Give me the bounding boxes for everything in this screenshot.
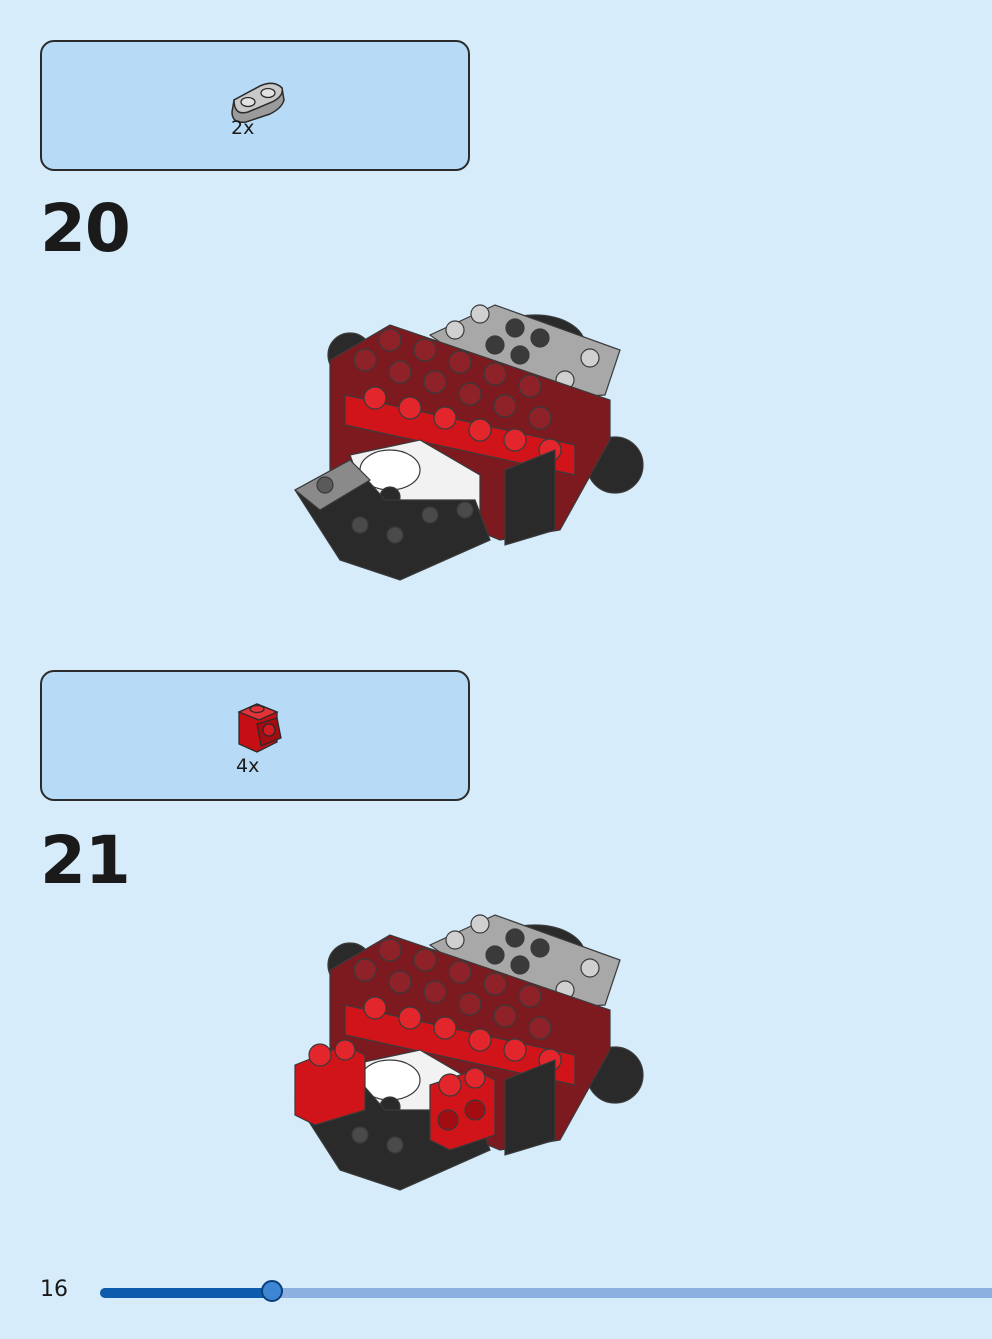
- progress-bar: [100, 1280, 992, 1302]
- part-quantity: 4x: [236, 755, 260, 777]
- part-quantity: 2x: [231, 117, 255, 139]
- light-gray-plate-1x2-icon: [231, 82, 285, 124]
- parts-callout-step-20: 2x: [40, 40, 470, 171]
- model-assembly-step-21: [294, 914, 644, 1191]
- progress-bar-fill: [100, 1288, 273, 1298]
- progress-indicator: [261, 1280, 284, 1302]
- model-assembly-step-20: [293, 304, 644, 581]
- parts-callout-step-21: 4x: [40, 670, 470, 801]
- step-number: 20: [40, 190, 131, 267]
- step-number: 21: [40, 822, 131, 899]
- red-bracket-brick-icon: [237, 703, 282, 753]
- page-number: 16: [40, 1277, 68, 1302]
